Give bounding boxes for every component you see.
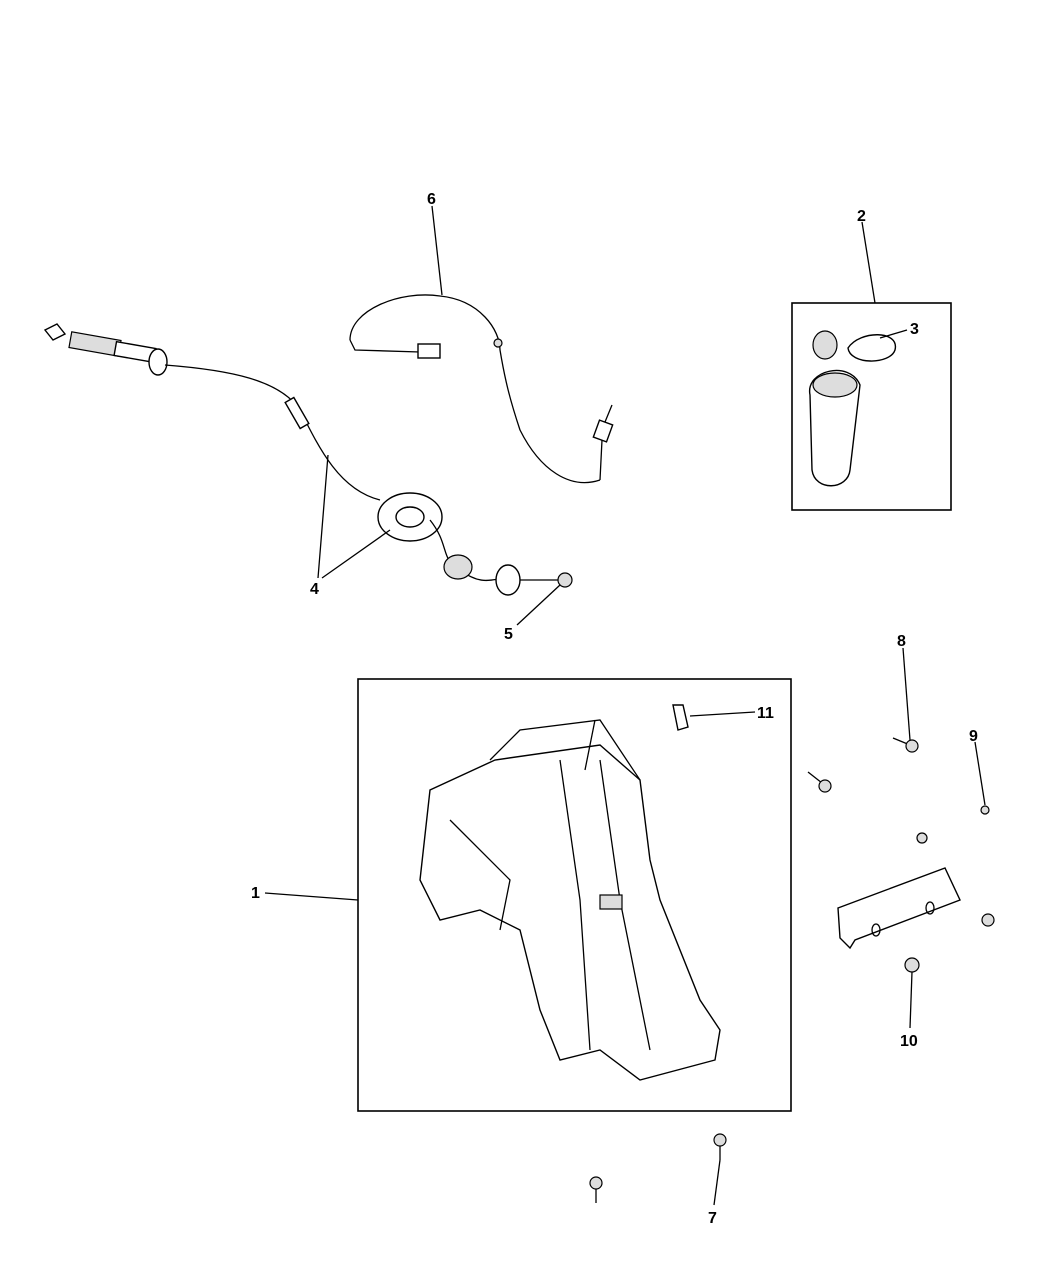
bracket	[837, 867, 961, 950]
shifter-assembly-box	[357, 678, 792, 1112]
callout-7: 7	[708, 1210, 717, 1227]
knob-cap	[847, 334, 896, 362]
callout-11: 11	[757, 705, 774, 722]
callout-3: 3	[910, 321, 919, 338]
callout-2: 2	[857, 208, 866, 225]
knob-box	[791, 302, 952, 511]
wire-harness	[349, 294, 614, 484]
leader-lines	[264, 205, 986, 1206]
bolts	[589, 737, 995, 1203]
cable-bushing	[557, 572, 573, 588]
callout-4: 4	[310, 581, 319, 598]
pin	[672, 704, 689, 731]
shift-cable	[43, 323, 560, 596]
callout-8: 8	[897, 633, 906, 650]
callout-5: 5	[504, 626, 513, 643]
shift-knob	[809, 330, 861, 487]
shifter-assembly	[419, 719, 721, 1081]
callout-1: 1	[251, 885, 260, 902]
callout-9: 9	[969, 728, 978, 745]
callout-6: 6	[427, 191, 436, 208]
callout-10: 10	[900, 1033, 918, 1050]
